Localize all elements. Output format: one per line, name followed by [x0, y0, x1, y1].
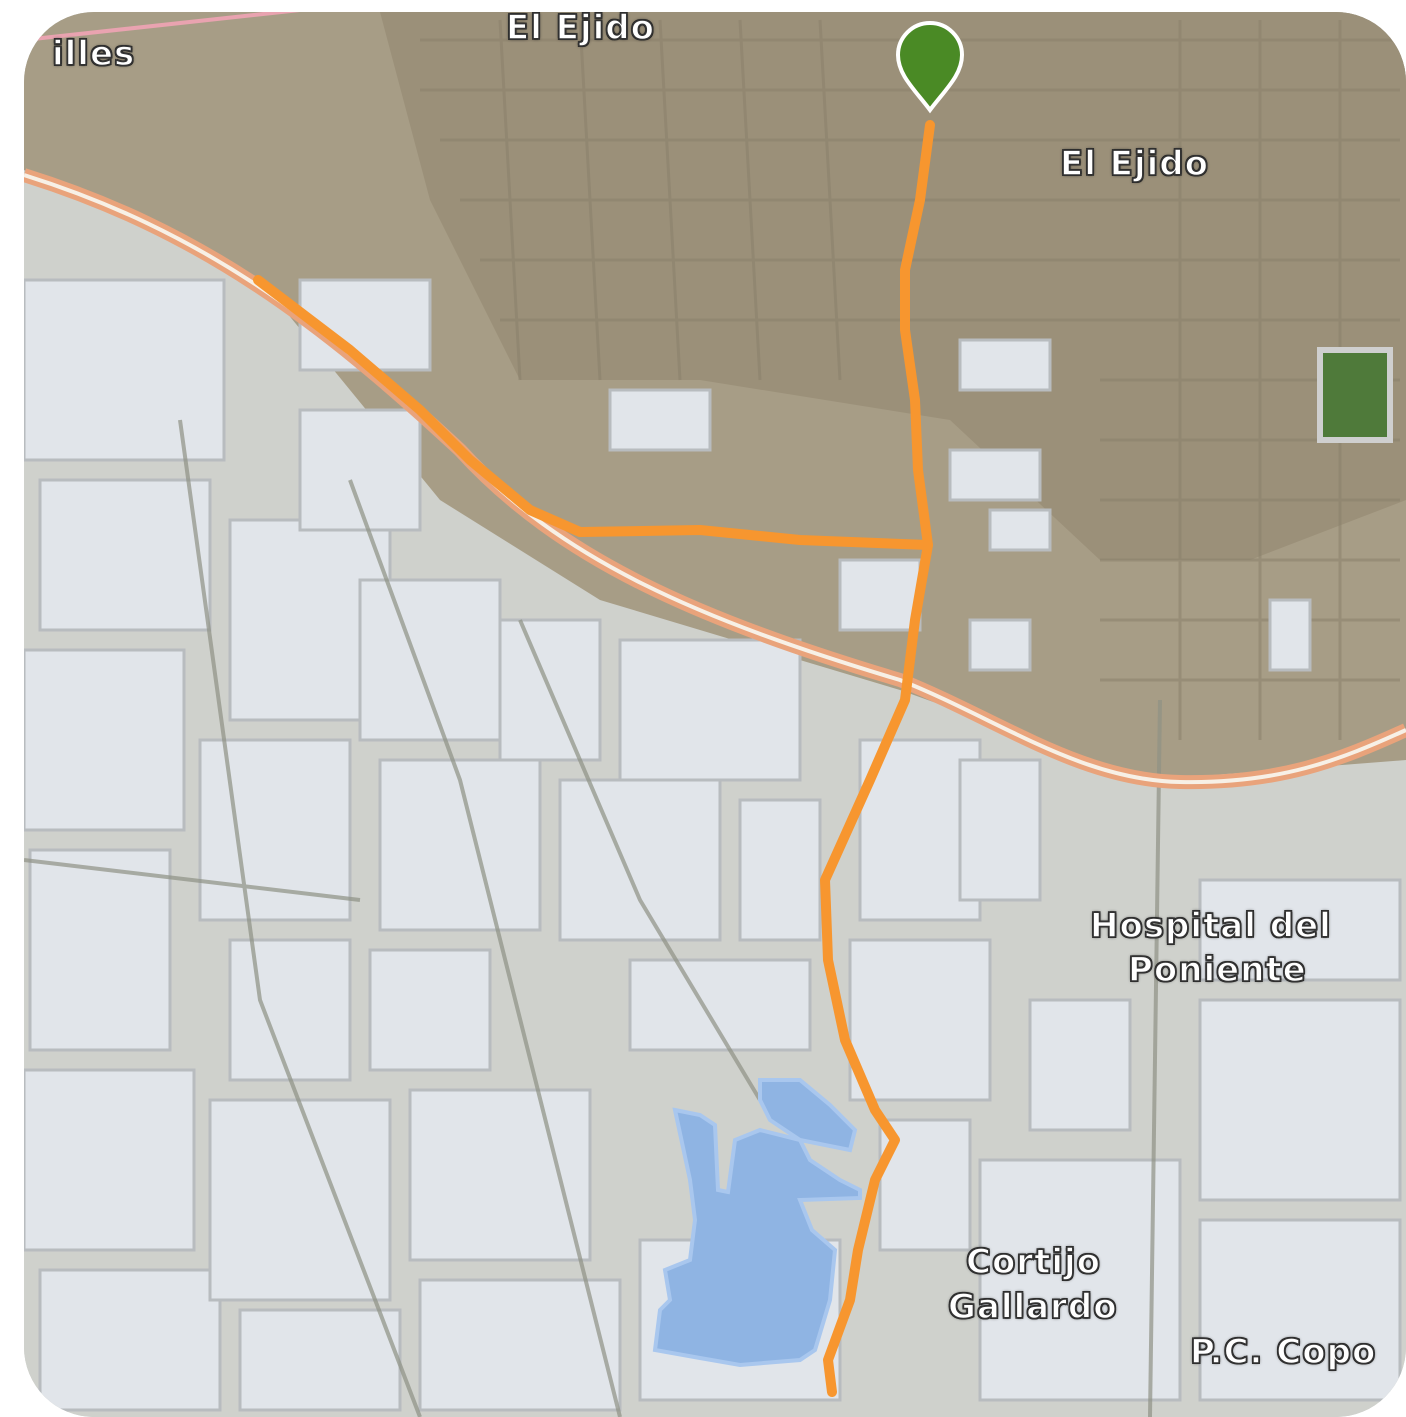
map-view[interactable]: El Ejido El Ejido illes Hospital del Pon… [24, 12, 1406, 1417]
map-pin-icon[interactable] [895, 21, 965, 114]
place-label-el-ejido-top: El Ejido [505, 12, 655, 49]
place-label-cortijo-line1: Cortijo [965, 1241, 1101, 1283]
place-label-hospital-line1: Hospital del [1089, 905, 1332, 947]
place-label-el-ejido: El Ejido [1059, 143, 1209, 185]
place-label-partial: illes [51, 33, 136, 75]
place-label-hospital-line2: Poniente [1127, 949, 1307, 991]
place-label-pc-copo: P.C. Copo [1189, 1331, 1377, 1373]
satellite-map-tiles [24, 12, 1406, 1417]
route-line [253, 120, 935, 1397]
place-label-cortijo-line2: Gallardo [947, 1286, 1118, 1328]
reservoir-water [652, 1107, 862, 1368]
